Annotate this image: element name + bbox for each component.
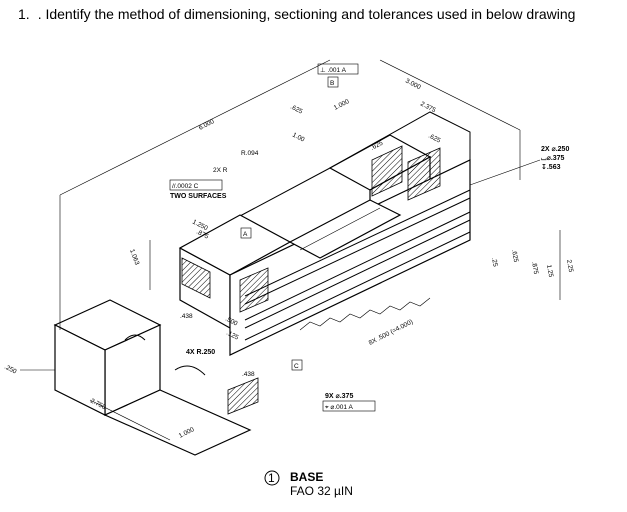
datum-c-box: C xyxy=(291,359,303,371)
title-block: 1 BASE FAO 32 µIN xyxy=(264,470,353,498)
dim-1063: 1.063 xyxy=(128,248,140,266)
dim-250: .250 xyxy=(3,364,18,376)
dim-2xr: 2X R xyxy=(213,167,228,174)
dim-625-c: .625 xyxy=(427,133,442,145)
nine-holes-note: 9X ⌀.375 xyxy=(325,393,353,400)
question-number: 1. xyxy=(18,6,30,22)
question-text: 1. . Identify the method of dimensioning,… xyxy=(18,6,575,22)
hole-cbore-note: ⌴⌀.375 xyxy=(541,155,565,162)
dim-100: 1.00 xyxy=(291,132,306,144)
dim-2375: 2.375 xyxy=(419,101,437,115)
hole-qty-note: 2X ⌀.250 xyxy=(541,146,569,153)
pos-fcf-text: ⌖ ⌀.001 A xyxy=(325,404,353,411)
dim-625-a: .625 xyxy=(289,104,304,116)
title-part-name: BASE xyxy=(290,470,323,484)
title-finish: FAO 32 µIN xyxy=(290,484,353,498)
dim-6000: 6.000 xyxy=(198,118,216,132)
dim-625-d: .625 xyxy=(510,249,519,263)
datum-a: A xyxy=(243,231,248,238)
dim-25: .25 xyxy=(490,257,499,267)
detail-view-outline xyxy=(53,299,252,456)
parallel-fcf-text: //.0002 C xyxy=(172,183,199,190)
dim-r094: R.094 xyxy=(241,150,259,157)
title-item-number: 1 xyxy=(268,471,275,485)
parallelism-frame: //.0002 C xyxy=(169,179,223,191)
dimension-lines xyxy=(20,59,561,441)
datum-b-box: B xyxy=(327,76,339,88)
base-part-outline xyxy=(178,111,471,356)
datum-b: B xyxy=(330,80,334,87)
datum-c: C xyxy=(294,363,299,370)
dim-1000-top: 1.000 xyxy=(333,98,351,112)
two-surfaces-note: TWO SURFACES xyxy=(170,193,227,200)
dim-125-b: 1.25 xyxy=(545,264,554,278)
hole-depth-note: ↧.563 xyxy=(541,164,561,171)
question-body: . Identify the method of dimensioning, s… xyxy=(37,6,576,22)
dim-438-a: .438 xyxy=(180,313,193,320)
four-x-r-note: 4X R.250 xyxy=(186,349,215,356)
position-frame: ⌖ ⌀.001 A xyxy=(322,400,376,412)
perpendicularity-frame: ⊥ .001 A xyxy=(317,63,359,75)
dim-438-b: .438 xyxy=(242,371,255,378)
dim-875-b: .875 xyxy=(530,261,539,275)
datum-a-box: A xyxy=(240,227,252,239)
dim-8x500: 8X .500 (=4.000) xyxy=(368,318,414,346)
dim-225: 2.25 xyxy=(565,259,574,273)
perp-fcf-text: ⊥ .001 A xyxy=(320,67,347,74)
